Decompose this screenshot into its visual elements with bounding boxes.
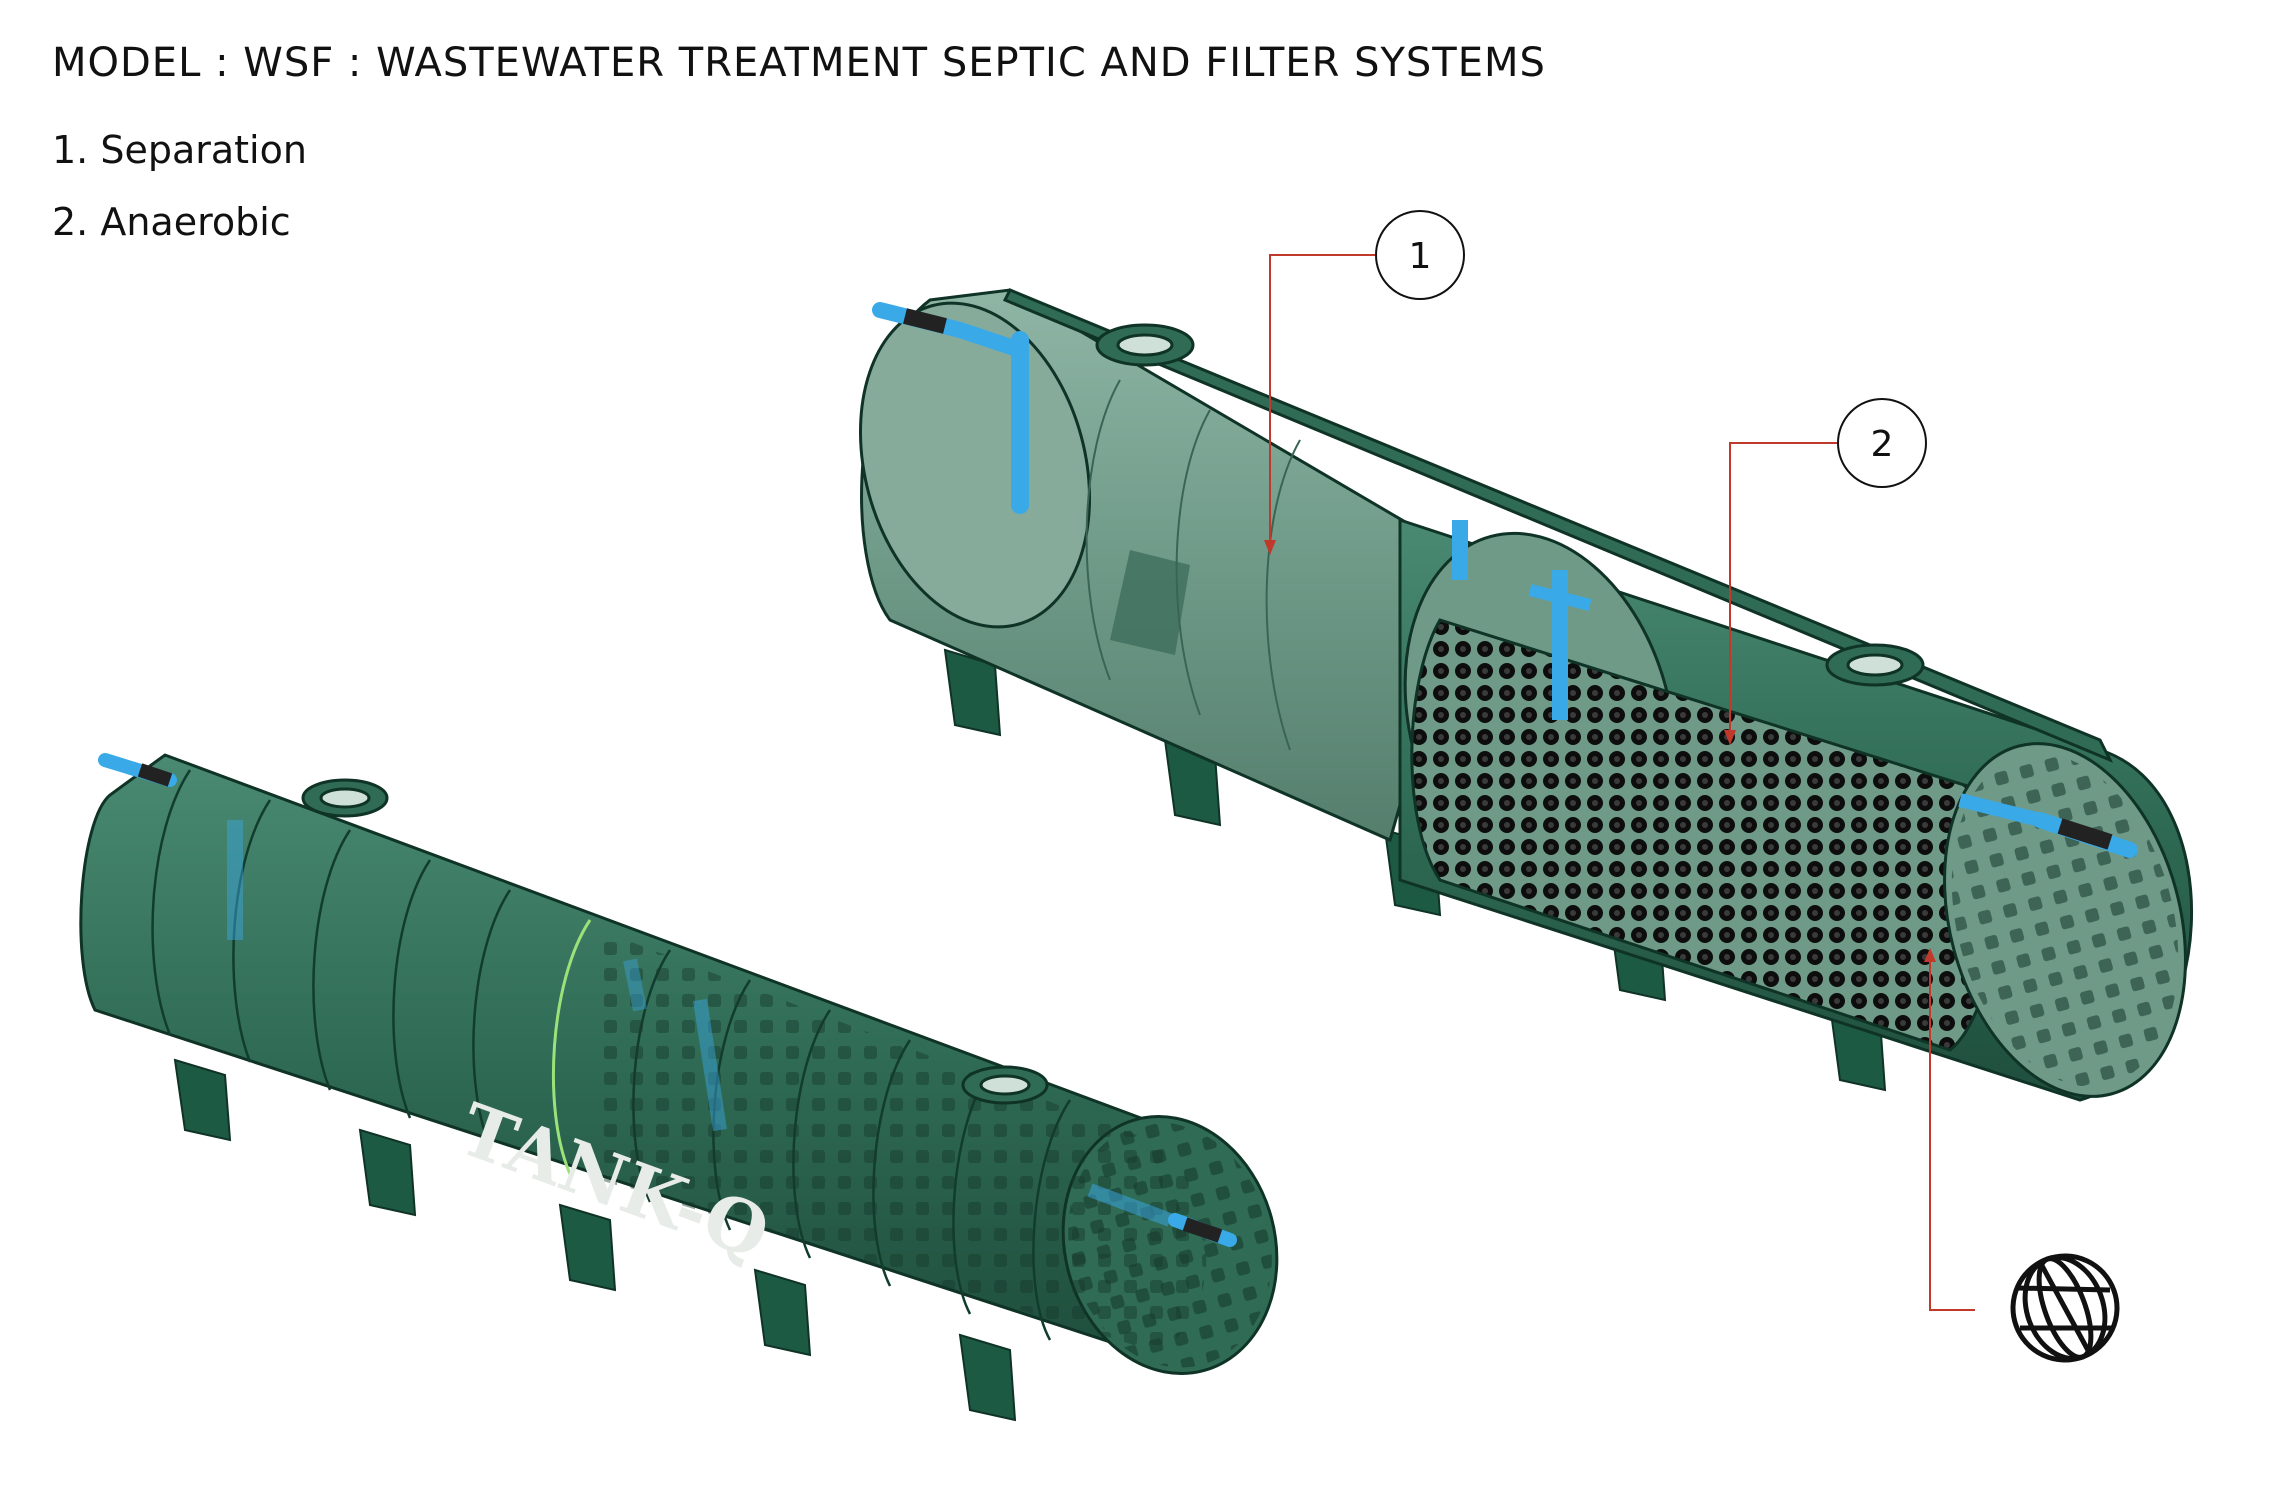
callout-1: 1 (1264, 210, 1465, 555)
closed-tank-media-region (600, 930, 1207, 1350)
cutaway-tank-manholes (1095, 323, 1925, 687)
cutaway-tank-pipes (872, 302, 2138, 858)
media-detail-callout (1924, 948, 1975, 1311)
leader-arrow-1 (1264, 540, 1276, 555)
separation-ribs (1085, 379, 1301, 751)
cutaway-end-media (1951, 753, 2179, 1087)
callout-circle-2 (1837, 398, 1927, 488)
leader-line-media (1929, 955, 1975, 1311)
closed-tank-pipes (98, 753, 1237, 1247)
callout-circle-1 (1375, 210, 1465, 300)
callout-2: 2 (1724, 398, 1927, 745)
bio-ball-filter-media-icon (2010, 1253, 2120, 1363)
leader-arrow-media (1924, 948, 1936, 962)
page-title: MODEL : WSF : WASTEWATER TREATMENT SEPTI… (52, 40, 1546, 86)
leader-line-2 (1729, 442, 1838, 735)
separation-end-cap (858, 301, 1092, 629)
legend-item-anaerobic: 2. Anaerobic (52, 200, 291, 244)
leader-line-1 (1269, 254, 1375, 545)
closed-tank-assembly: TANK-Q (79, 753, 1279, 1422)
callout-number-2: 2 (1871, 424, 1894, 465)
tank-top-ridge (1002, 288, 2114, 763)
cutaway-tank-assembly (858, 288, 2193, 1102)
baffle-opening (1110, 550, 1190, 655)
callout-number-1: 1 (1409, 236, 1432, 277)
closed-tank-manholes (301, 778, 1049, 1105)
leader-arrow-2 (1724, 730, 1736, 745)
tank-supports-left (173, 1058, 1017, 1422)
legend-item-separation: 1. Separation (52, 128, 307, 172)
